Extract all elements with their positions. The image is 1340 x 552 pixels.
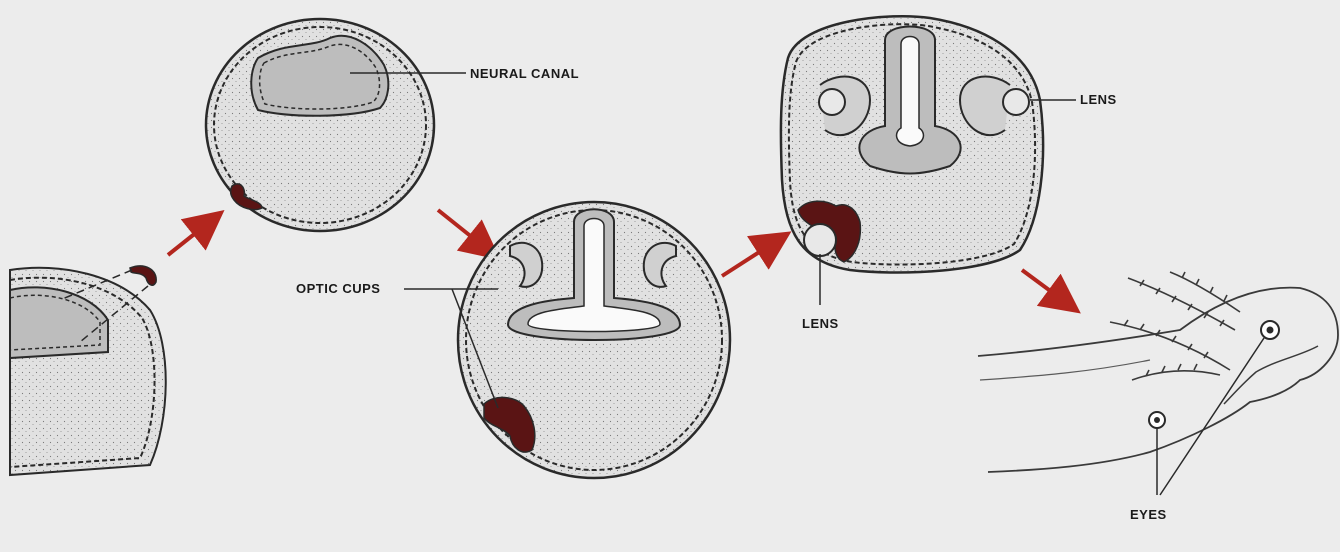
neural-canal-label: NEURAL CANAL — [470, 66, 579, 81]
optic-cups-label: OPTIC CUPS — [296, 281, 380, 296]
stage-4-neural-canal — [897, 37, 924, 147]
gill-lower — [1132, 364, 1220, 380]
stage-4-lens-lower — [804, 224, 836, 256]
lens-lower-label: LENS — [802, 316, 839, 331]
eyes-leader-upper — [1160, 338, 1264, 495]
stage-5-larva — [978, 272, 1338, 472]
larva-eye-upper-pupil — [1267, 327, 1274, 334]
lens-upper-label: LENS — [1080, 92, 1117, 107]
larva-eye-lower-pupil — [1154, 417, 1160, 423]
arrow-2 — [438, 210, 488, 250]
gill-upper-mid — [1170, 272, 1240, 312]
stage-1-eye-rudiment — [130, 266, 156, 285]
eyes-label: EYES — [1130, 507, 1167, 522]
gill-top — [1128, 278, 1235, 330]
larva-back-stripe — [980, 360, 1150, 380]
larva-mouth-line — [1224, 346, 1318, 404]
larva-body-outline — [978, 288, 1338, 472]
stage-4-section — [781, 16, 1043, 272]
gill-middle — [1110, 320, 1230, 370]
stage-4-lens-right — [1003, 89, 1029, 115]
stage-1-section — [10, 266, 166, 475]
arrow-3 — [722, 240, 778, 276]
arrow-1 — [168, 220, 212, 255]
arrow-4 — [1022, 270, 1068, 304]
stage-3-section — [458, 202, 730, 478]
stage-2-section — [206, 19, 434, 231]
stage-4-lens-left — [819, 89, 845, 115]
